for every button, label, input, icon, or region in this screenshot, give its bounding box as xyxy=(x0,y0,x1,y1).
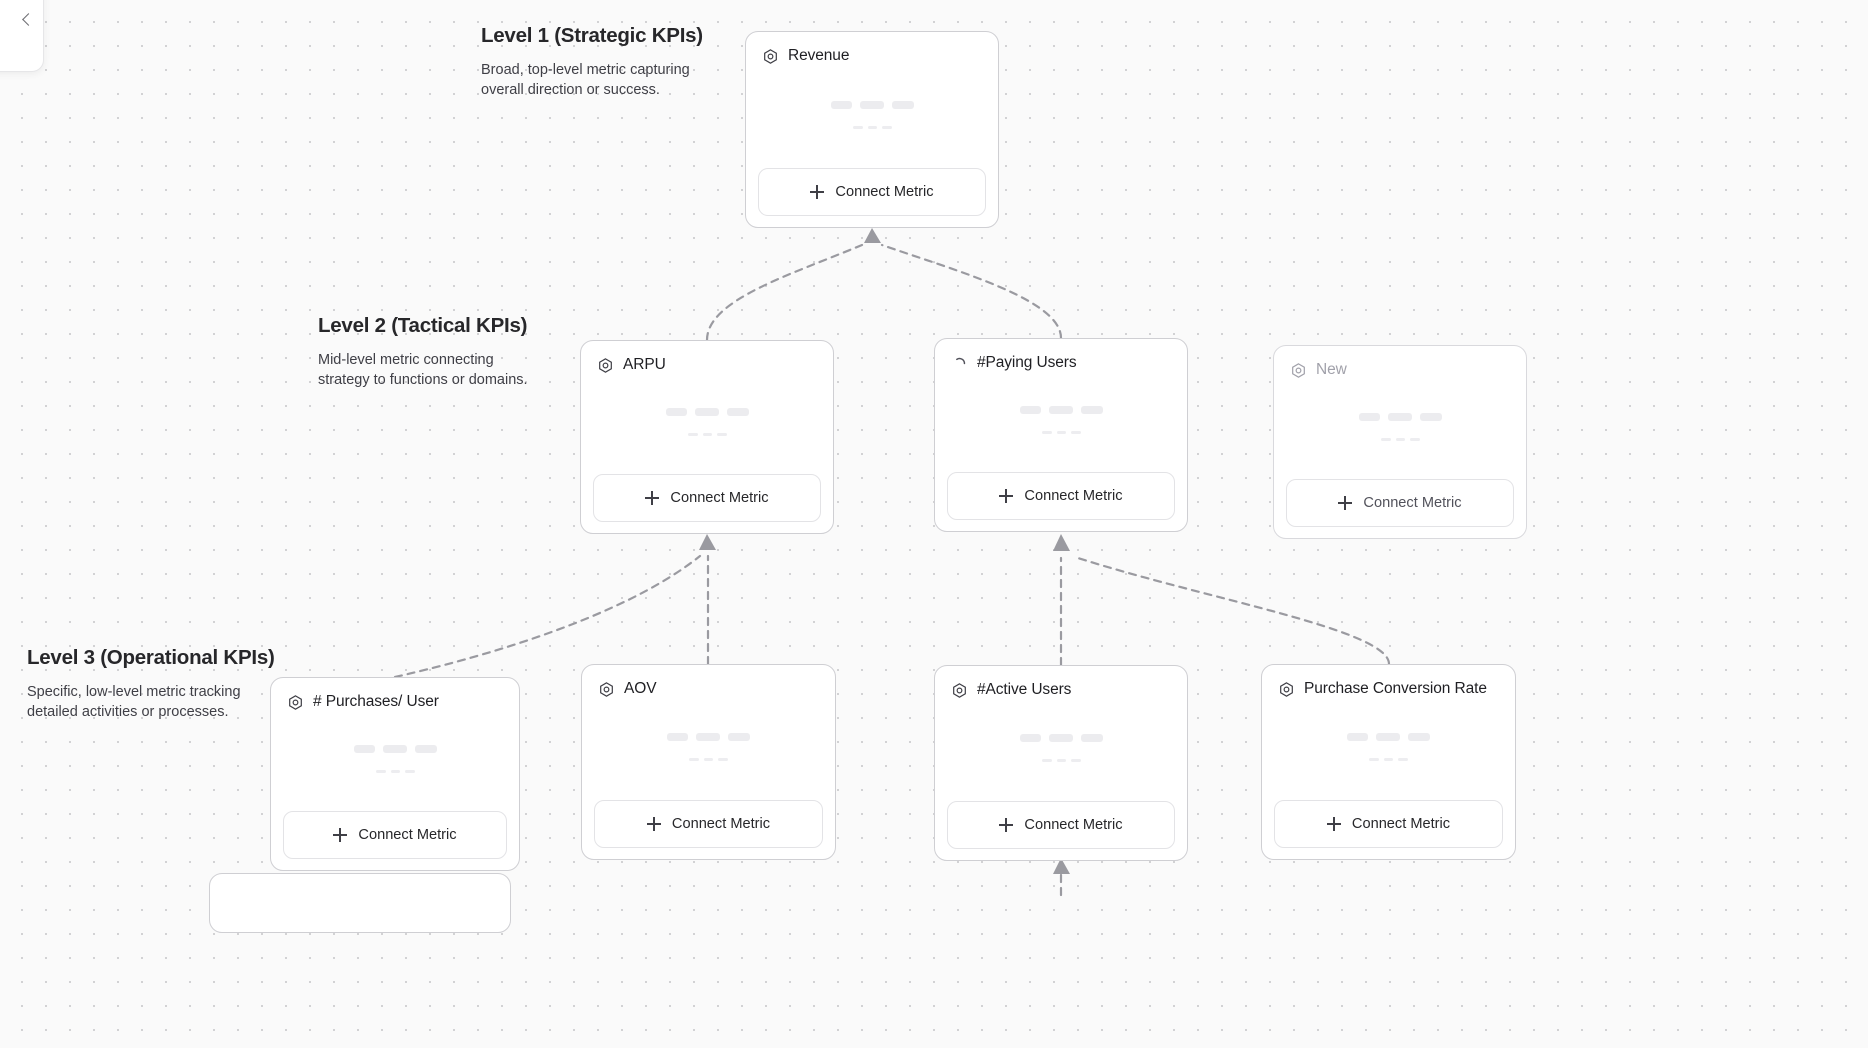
card-header: AOV xyxy=(594,677,823,698)
loading-skeleton xyxy=(283,711,507,811)
chevron-left-icon[interactable] xyxy=(22,13,35,26)
connect-metric-button[interactable]: Connect Metric xyxy=(947,472,1175,520)
connect-metric-label: Connect Metric xyxy=(1024,488,1123,504)
collapsed-side-panel[interactable] xyxy=(0,0,44,72)
connector-arpu-to-revenue xyxy=(705,243,864,342)
loading-skeleton xyxy=(1286,379,1514,479)
plus-icon xyxy=(1338,496,1353,510)
metric-card-paying-users[interactable]: #Paying Users Connect Metric xyxy=(934,338,1188,532)
connect-metric-label: Connect Metric xyxy=(670,490,769,506)
level-2-description: Mid-level metric connecting strategy to … xyxy=(318,352,528,388)
loading-skeleton xyxy=(947,699,1175,801)
plus-icon xyxy=(810,185,825,199)
connector-pcr-to-paying xyxy=(1076,556,1391,666)
hexagon-metric-icon xyxy=(1280,681,1293,697)
connect-metric-label: Connect Metric xyxy=(1363,495,1462,511)
card-title: # Purchases/ User xyxy=(313,693,439,710)
metric-card-arpu[interactable]: ARPU Connect Metric xyxy=(580,340,834,534)
loading-skeleton xyxy=(1274,698,1503,800)
level-2-label-block: Level 2 (Tactical KPIs) Mid-level metric… xyxy=(318,314,533,390)
connect-metric-label: Connect Metric xyxy=(1024,817,1123,833)
connect-metric-button[interactable]: Connect Metric xyxy=(947,801,1175,849)
level-1-title: Level 1 (Strategic KPIs) xyxy=(481,24,703,47)
loading-skeleton xyxy=(594,698,823,800)
spinner-loading-icon xyxy=(956,357,966,364)
connect-metric-button[interactable]: Connect Metric xyxy=(758,168,986,216)
card-title: New xyxy=(1316,361,1347,378)
connect-metric-button[interactable]: Connect Metric xyxy=(593,474,821,522)
level-1-description: Broad, top-level metric capturing overal… xyxy=(481,62,690,98)
connector-paying-to-revenue xyxy=(880,243,1063,340)
plus-icon xyxy=(333,828,348,842)
metric-card-revenue[interactable]: Revenue Connect Metric xyxy=(745,31,999,228)
loading-skeleton xyxy=(758,65,986,168)
connect-metric-button[interactable]: Connect Metric xyxy=(1274,800,1503,848)
card-title: #Active Users xyxy=(977,681,1072,698)
level-3-description: Specific, low-level metric tracking deta… xyxy=(27,684,241,720)
metric-card-purchases-per-user[interactable]: # Purchases/ User Connect Metric xyxy=(270,677,520,871)
card-title: Revenue xyxy=(788,47,850,64)
connect-metric-label: Connect Metric xyxy=(1351,816,1451,832)
metric-card-aov[interactable]: AOV Connect Metric xyxy=(581,664,836,860)
hexagon-metric-icon xyxy=(600,681,613,697)
card-header: Revenue xyxy=(758,44,986,65)
hexagon-metric-icon xyxy=(1292,362,1305,378)
level-1-label-block: Level 1 (Strategic KPIs) Broad, top-leve… xyxy=(481,24,703,100)
level-3-title: Level 3 (Operational KPIs) xyxy=(27,646,275,669)
card-header: # Purchases/ User xyxy=(283,690,507,711)
hexagon-metric-icon xyxy=(764,48,777,64)
card-title: Purchase Conversion Rate xyxy=(1304,680,1487,697)
hexagon-metric-icon xyxy=(953,682,966,698)
connect-metric-button[interactable]: Connect Metric xyxy=(283,811,507,859)
card-header: #Paying Users xyxy=(947,351,1175,372)
connect-metric-button[interactable]: Connect Metric xyxy=(1286,479,1514,527)
card-header: ARPU xyxy=(593,353,821,374)
loading-skeleton xyxy=(947,372,1175,472)
connector-purchases-to-arpu xyxy=(393,554,702,679)
connect-metric-label: Connect Metric xyxy=(671,816,771,832)
arrowhead-arpu xyxy=(699,534,716,550)
card-header: #Active Users xyxy=(947,678,1175,699)
card-header: New xyxy=(1286,358,1514,379)
hexagon-metric-icon xyxy=(599,357,612,373)
level-2-title: Level 2 (Tactical KPIs) xyxy=(318,314,528,337)
plus-icon xyxy=(1326,817,1341,831)
connect-metric-label: Connect Metric xyxy=(835,184,934,200)
connect-metric-button[interactable]: Connect Metric xyxy=(594,800,823,848)
arrowhead-revenue xyxy=(864,228,881,243)
card-title: ARPU xyxy=(623,356,666,373)
metric-card-purchase-conversion-rate[interactable]: Purchase Conversion Rate Connect Metric xyxy=(1261,664,1516,860)
card-title: #Paying Users xyxy=(977,354,1077,371)
card-title: AOV xyxy=(624,680,657,697)
arrowhead-paying xyxy=(1053,534,1070,551)
plus-icon xyxy=(999,818,1014,832)
card-header: Purchase Conversion Rate xyxy=(1274,677,1503,698)
hexagon-metric-icon xyxy=(289,694,302,710)
metric-card-new[interactable]: New Connect Metric xyxy=(1273,345,1527,539)
metric-card-offscreen-peek[interactable] xyxy=(209,873,511,933)
connect-metric-label: Connect Metric xyxy=(358,827,457,843)
loading-skeleton xyxy=(593,374,821,474)
metric-card-active-users[interactable]: #Active Users Connect Metric xyxy=(934,665,1188,861)
plus-icon xyxy=(999,489,1014,503)
plus-icon xyxy=(646,817,661,831)
plus-icon xyxy=(645,491,660,505)
level-3-label-block: Level 3 (Operational KPIs) Specific, low… xyxy=(27,646,275,722)
